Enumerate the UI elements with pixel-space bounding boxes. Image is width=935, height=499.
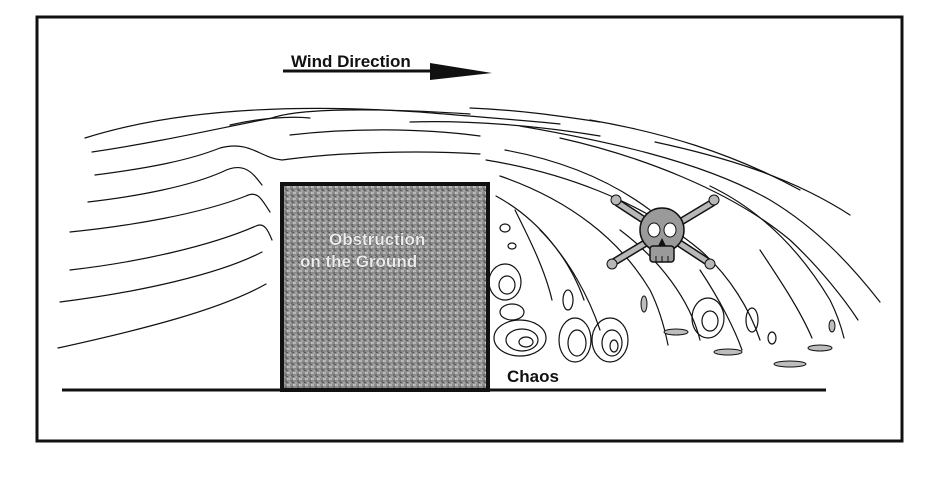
streamlines: [57, 107, 601, 349]
right-arrow-icon: [283, 63, 492, 80]
obstruction-label-line1: Obstruction: [329, 230, 425, 249]
obstruction-block: [280, 182, 490, 392]
wind-direction-label: Wind Direction: [291, 52, 411, 71]
obstruction-label-line2: on the Ground: [300, 252, 417, 271]
turbulent-eddies: [488, 223, 836, 368]
skull-crossbones-icon: [606, 194, 720, 270]
chaos-label: Chaos: [507, 367, 559, 386]
